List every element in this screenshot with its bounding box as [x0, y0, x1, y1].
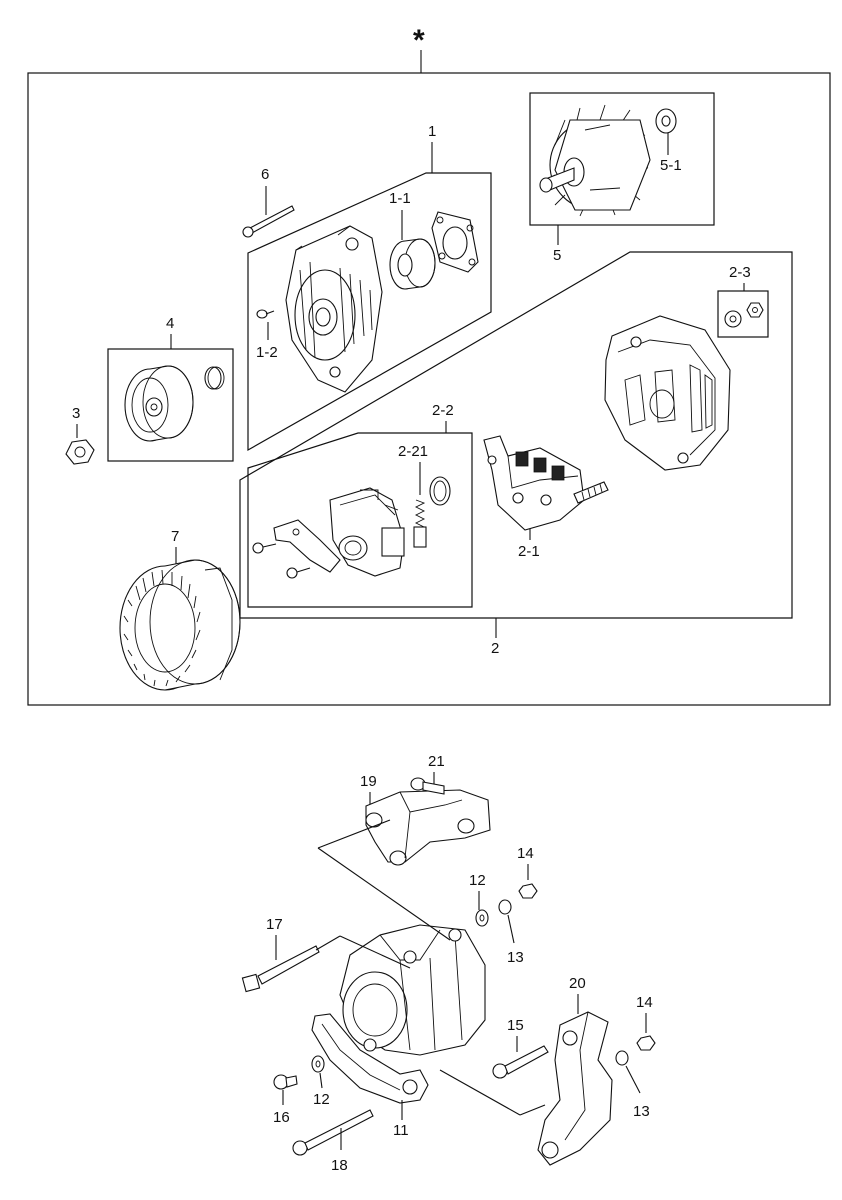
front-housing — [285, 225, 383, 393]
callout-5-1: 5-1 — [660, 157, 682, 174]
nut-upper — [518, 883, 538, 899]
callout-13-lower-leader — [625, 1065, 641, 1094]
pulley-nut — [65, 439, 95, 465]
alternator-assembly-box — [27, 72, 831, 706]
front-bearing — [389, 238, 436, 290]
upper-bracket — [365, 789, 491, 866]
long-bolt — [241, 945, 320, 993]
callout-6: 6 — [261, 166, 269, 183]
callout-2-21: 2-21 — [398, 443, 428, 460]
callout-7: 7 — [171, 528, 179, 545]
adjusting-bracket — [311, 1013, 429, 1104]
regulator-cover — [273, 519, 341, 573]
callout-2-1: 2-1 — [518, 543, 540, 560]
long-bolt-line-a — [315, 935, 341, 951]
callout-12-lower-leader — [319, 1072, 323, 1089]
housing-screw — [256, 309, 275, 319]
callout-3: 3 — [72, 405, 80, 422]
nut-set-box — [717, 290, 769, 338]
callout-2-2: 2-2 — [432, 402, 454, 419]
spring-washer-lower — [615, 1050, 629, 1066]
bearing-retainer-plate — [431, 211, 479, 273]
terminal-nuts — [724, 302, 764, 328]
voltage-regulator — [329, 487, 405, 577]
retaining-ring — [429, 476, 451, 506]
callout-20: 20 — [569, 975, 586, 992]
callout-15: 15 — [507, 1017, 524, 1034]
callout-12-upper: 12 — [469, 872, 486, 889]
washer-lower — [311, 1055, 325, 1073]
callout-14-lower: 14 — [636, 994, 653, 1011]
callout-16: 16 — [273, 1109, 290, 1126]
callout-13-upper: 13 — [507, 949, 524, 966]
lower-bracket — [537, 1011, 613, 1166]
assembly-marker: * — [413, 24, 425, 57]
rectifier — [483, 435, 609, 531]
long-bolt-line-b — [339, 935, 411, 969]
callout-5: 5 — [553, 247, 561, 264]
spring-washer-upper — [498, 899, 512, 915]
callout-4: 4 — [166, 315, 174, 332]
callout-13-lower: 13 — [633, 1103, 650, 1120]
pulley-spacer — [204, 366, 225, 390]
flange-bolt-small — [273, 1074, 298, 1090]
bracket-to-alt-line-b — [317, 847, 451, 941]
lower-bracket-line-a — [439, 1069, 521, 1116]
callout-1-2: 1-2 — [256, 344, 278, 361]
long-bolt-lower — [292, 1109, 374, 1156]
callout-19: 19 — [360, 773, 377, 790]
callout-13-upper-leader — [507, 914, 515, 944]
alternator-body — [339, 924, 486, 1056]
lower-bracket-line-b — [519, 1104, 546, 1116]
callout-2-3: 2-3 — [729, 264, 751, 281]
nut-lower — [636, 1035, 656, 1051]
bracket-to-alt-line-a — [317, 819, 391, 849]
callout-1: 1 — [428, 123, 436, 140]
callout-21: 21 — [428, 753, 445, 770]
brush-spring — [413, 499, 427, 548]
stator — [119, 559, 241, 691]
bracket-bolt — [410, 777, 445, 795]
callout-17: 17 — [266, 916, 283, 933]
callout-14-upper: 14 — [517, 845, 534, 862]
front-housing-group-box — [247, 172, 492, 452]
callout-1-1: 1-1 — [389, 190, 411, 207]
through-bolt — [242, 205, 295, 238]
pulley — [124, 365, 194, 442]
callout-18: 18 — [331, 1157, 348, 1174]
rear-bearing — [655, 108, 677, 134]
callout-12-lower: 12 — [313, 1091, 330, 1108]
callout-11: 11 — [393, 1122, 409, 1139]
rotor — [539, 104, 651, 217]
rear-housing-group-box — [239, 251, 793, 619]
washer-upper — [475, 909, 489, 927]
rotor-group-box — [529, 92, 715, 226]
pivot-bolt — [492, 1045, 549, 1079]
rear-housing — [604, 315, 731, 471]
regulator-screws — [252, 542, 311, 579]
regulator-group-box — [247, 432, 473, 608]
callout-2: 2 — [491, 640, 499, 657]
